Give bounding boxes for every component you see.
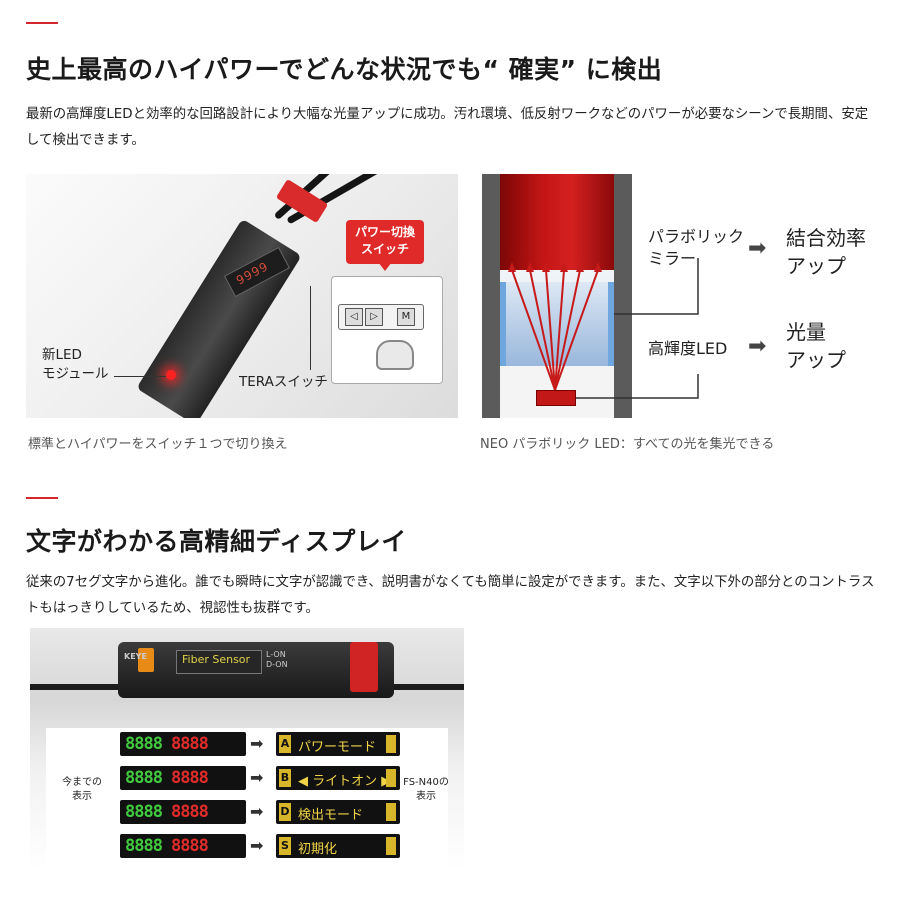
mode-text: ◀ ライトオン ▶ [298,774,392,789]
new-label-line1: FS-N40の [403,777,449,788]
result-line1: 結合効率 [786,226,866,250]
tube-wall-left [482,174,500,418]
mode-indicators: L-ON D-ON [266,650,288,670]
old-display-row: 8888 8888 [120,834,246,858]
d-on-label: D-ON [266,660,288,669]
tube-wall-right [614,174,632,418]
mode-key-icon [386,837,396,855]
led-label: 高輝度LED [648,339,728,358]
fiber-cable [30,684,130,690]
photo1-caption: 標準とハイパワーをスイッチ１つで切り換え [28,437,288,452]
result-line2: アップ [786,348,846,372]
amplifier-red-cap [350,642,378,692]
seven-seg-red: 8888 [170,802,209,822]
switch-panel: ◁ ▷ M [338,304,424,330]
seven-seg-green: 8888 [125,836,163,856]
light-output-result: 光量 アップ [786,318,846,374]
section2-body: 従来の7セグ文字から進化。誰でも瞬時に文字が認識でき、説明書がなくても簡単に設定… [26,575,875,616]
brand-logo: KEYE [124,652,147,661]
device-title: Fiber Sensor [182,653,251,666]
mode-text: 検出モード [298,808,364,823]
leader-line [310,286,311,370]
old-display-row: 8888 8888 [120,766,246,790]
new-label-line2: 表示 [416,791,436,802]
mirror-label-line2: ミラー [648,249,697,268]
mode-letter: D [279,803,291,821]
seven-seg-red: 8888 [170,734,209,754]
arrow-right-icon: ➡ [250,802,264,821]
mode-key-icon [386,735,396,753]
section2-heading: 文字がわかる高精細ディスプレイ [26,527,407,556]
led-module-glow [166,370,176,380]
badge-line2: スイッチ [360,242,409,256]
seven-seg-green: 8888 [125,802,163,822]
fiber-cable [380,684,464,690]
right-key-icon: ▷ [365,308,383,326]
new-display-row: B ◀ ライトオン ▶ [276,766,400,790]
led-chip [536,390,576,406]
arrow-right-icon: ➡ [748,334,767,359]
light-rays [508,258,699,399]
seven-seg-red: 8888 [170,836,209,856]
diagram-caption: NEO パラボリック LED：すべての光を集光できる [480,437,775,452]
device-window [176,650,262,674]
old-display-row: 8888 8888 [120,800,246,824]
led-module-label-line2: モジュール [42,366,109,382]
arrow-right-icon: ➡ [748,236,767,261]
result-line2: アップ [786,254,846,278]
power-switch-product-photo: 9999 新LED モジュール TERAスイッチ ◁ ▷ M パワー切換 スイッ… [26,174,458,418]
new-display-row: A パワーモード [276,732,400,756]
mode-letter: S [279,837,291,855]
mode-letter: B [279,769,291,787]
indicator-light [138,648,154,672]
arrow-right-icon: ➡ [250,836,264,855]
coupling-efficiency-result: 結合効率 アップ [786,224,866,280]
badge-line1: パワー切換 [354,225,415,239]
section2-accent-rule [26,497,58,499]
new-display-row: S 初期化 [276,834,400,858]
parabolic-led-diagram: パラボリック ミラー ➡ 結合効率 アップ 高輝度LED ➡ 光量 アップ [472,174,882,418]
mirror-right [608,282,614,366]
power-switch-badge: パワー切換 スイッチ [346,220,424,264]
result-line1: 光量 [786,320,826,344]
light-beam [482,174,632,270]
seven-seg-green: 8888 [125,768,163,788]
mirror-label: パラボリック ミラー [648,226,744,270]
display-comparison-photo: KEYE Fiber Sensor L-ON D-ON 今までの 表示 FS-N… [30,628,464,870]
mode-letter: A [279,735,291,753]
leader-line [114,376,166,377]
seven-seg-green: 8888 [125,734,163,754]
mode-text: 初期化 [298,842,338,857]
arrow-right-icon: ➡ [250,734,264,753]
old-label-line1: 今までの [62,777,102,788]
mode-text: パワーモード [298,740,377,755]
display-comparison-panel: 今までの 表示 FS-N40の 表示 8888 8888 ➡ A パワーモード … [46,728,450,868]
tera-switch-label: TERAスイッチ [239,374,328,390]
old-display-row: 8888 8888 [120,732,246,756]
finger-icon [376,340,414,370]
mode-key-icon [386,769,396,787]
new-display-row: D 検出モード [276,800,400,824]
new-display-label: FS-N40の 表示 [402,776,450,804]
led-module-label: 新LED モジュール [42,346,109,384]
section1-accent-rule [26,22,58,24]
mode-key-icon [386,803,396,821]
old-label-line2: 表示 [72,791,92,802]
l-on-label: L-ON [266,650,286,659]
seven-seg-red: 8888 [170,768,209,788]
old-display-label: 今までの 表示 [52,776,112,804]
section1-heading: 史上最高のハイパワーでどんな状況でも“ 確実” に検出 [26,55,663,84]
mode-key: M [397,308,415,326]
mirror-left [500,282,506,366]
badge-pointer [378,262,392,271]
section1-body: 最新の高輝度LEDと効率的な回路設計により大幅な光量アップに成功。汚れ環境、低反… [26,107,869,148]
mirror-label-line1: パラボリック [648,227,745,246]
led-module-label-line1: 新LED [42,347,82,363]
left-key-icon: ◁ [345,308,363,326]
arrow-right-icon: ➡ [250,768,264,787]
